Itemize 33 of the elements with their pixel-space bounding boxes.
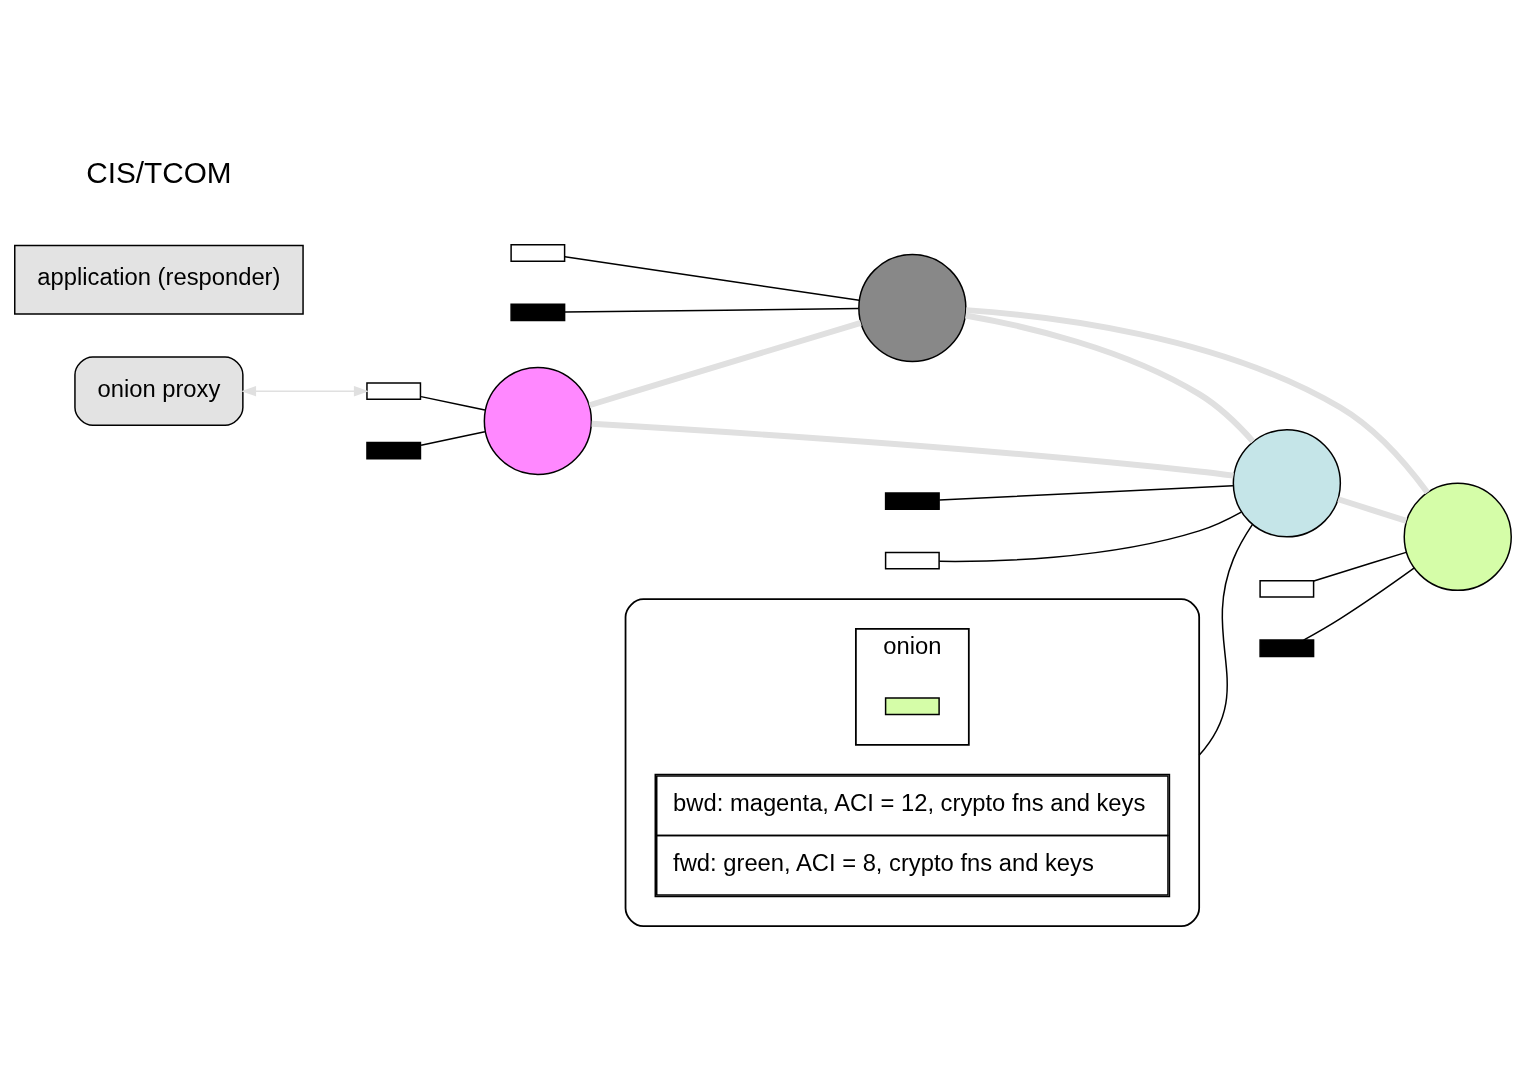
connector	[591, 420, 1234, 479]
node-circle	[1232, 428, 1342, 538]
node-bar	[884, 491, 940, 510]
node-circle	[858, 253, 967, 362]
node-box: application (responder)	[14, 244, 304, 315]
connector	[965, 306, 1430, 494]
connector	[588, 319, 862, 408]
connector	[1302, 566, 1415, 641]
node-circle	[1403, 482, 1512, 591]
node-bar	[1259, 579, 1315, 598]
connector	[1313, 551, 1407, 582]
label: CIS/TCOM	[86, 155, 232, 189]
connector	[1337, 495, 1408, 524]
connector	[564, 307, 860, 313]
node-bar	[1259, 638, 1315, 657]
node-bar	[884, 696, 940, 715]
node-bar	[510, 303, 566, 321]
node-circle	[483, 366, 593, 475]
node-bar	[366, 381, 422, 400]
connector	[420, 395, 486, 411]
node-bar	[366, 441, 422, 460]
connector	[938, 484, 1234, 501]
connector	[964, 312, 1256, 443]
cluster	[624, 597, 1201, 927]
node-bar	[884, 551, 940, 569]
cluster: onion	[855, 627, 970, 746]
connector	[564, 255, 860, 301]
connector	[938, 510, 1242, 562]
node-bar	[510, 243, 566, 262]
node-box: onion proxy	[74, 355, 244, 426]
connector	[1198, 523, 1254, 756]
arrow	[241, 385, 369, 396]
connector	[420, 430, 486, 446]
